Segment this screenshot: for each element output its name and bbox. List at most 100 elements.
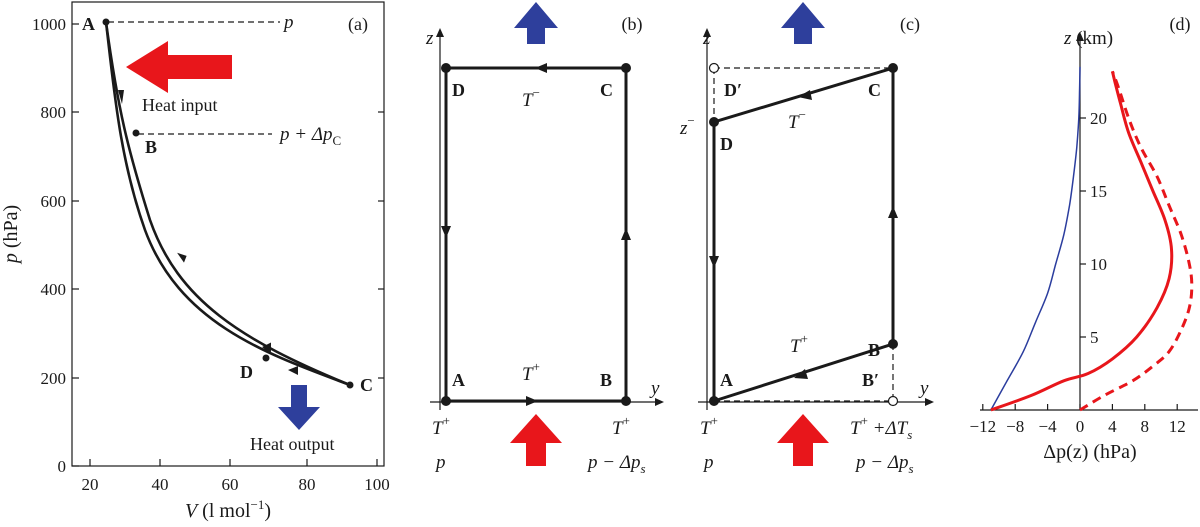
panel-b-heat-in-arrow (510, 414, 562, 466)
panel-a-ytick-400: 400 (41, 280, 67, 299)
panel-a-arrow-1 (118, 90, 124, 104)
panel-b-bottom-left-t: T+ (432, 413, 450, 439)
panel-d-xtick-12: 12 (1169, 417, 1186, 436)
panel-a-ytick-600: 600 (41, 192, 67, 211)
panel-c-z-label: z (702, 28, 711, 49)
panel-b-point-b (621, 396, 631, 406)
panel-c-bottom-left-t: T+ (700, 413, 718, 439)
panel-c-point-a (709, 396, 719, 406)
panel-a-heat-output-label: Heat output (250, 434, 334, 454)
panel-c-label-b: B (868, 340, 880, 360)
panel-d-ztick-10: 10 (1090, 255, 1107, 274)
panel-b-y-label: y (649, 378, 660, 399)
panel-b-cycle (444, 66, 628, 403)
panel-a-heat-input-label: Heat input (142, 95, 217, 115)
panel-c-bottom-left-p: p (702, 452, 714, 473)
panel-a-y-ticks (72, 23, 384, 467)
panel-d-xtick-4: 4 (1108, 417, 1117, 436)
panel-d-series-red-dashed (1079, 70, 1194, 412)
panel-c-label-d: D (720, 134, 733, 154)
panel-a-arrow-4 (288, 366, 298, 375)
panel-b-label-b: B (600, 370, 612, 390)
panel-b-arrow-right (621, 228, 631, 240)
panel-b-label-d: D (452, 80, 465, 100)
panel-a-xtick-100: 100 (364, 475, 390, 494)
panel-d-ztick-20: 20 (1090, 109, 1107, 128)
panel-b-bottom-left-p: p (434, 452, 446, 473)
panel-a-ytick-800: 800 (41, 103, 67, 122)
panel-a-ytick-200: 200 (41, 369, 67, 388)
panel-d-xtick-0: 0 (1076, 417, 1085, 436)
panel-a-xtick-60: 60 (222, 475, 239, 494)
panel-a-curve-lower (104, 21, 351, 387)
panel-d-x-title: Δp(z) (hPa) (1043, 441, 1136, 463)
panel-c-point-c (888, 63, 898, 73)
panel-c-point-b (888, 339, 898, 349)
panel-a-point-a (102, 18, 110, 26)
panel-c-y-label: y (918, 378, 929, 399)
panel-c-point-b-prime (887, 395, 899, 407)
panel-c-bottom-right-t: T+ +ΔTs (850, 413, 912, 442)
panel-c: z y (c) A B B′ C D D′ z− T− T+ T+ p T+ +… (679, 2, 934, 476)
panel-d-series-blue (990, 66, 1081, 411)
panel-a-y-title: p (hPa) (0, 205, 22, 265)
panel-a-x-ticks (89, 459, 378, 466)
panel-b-letter: (b) (622, 14, 643, 35)
panel-c-heat-out-arrow (781, 2, 825, 44)
panel-a-label-d: D (240, 362, 253, 382)
panel-d-xtick-m12: −12 (970, 417, 997, 436)
panel-c-label-c: C (868, 80, 881, 100)
panel-a: 0 200 400 600 800 1000 20 40 60 80 100 p… (0, 1, 390, 522)
panel-a-label-a: A (82, 14, 95, 34)
panel-b: z y (b) A B C D T− T+ T+ p T+ p − Δps (425, 2, 664, 476)
panel-a-label-b: B (145, 137, 157, 157)
panel-a-label-c: C (360, 375, 373, 395)
panel-c-label-b-prime: B′ (862, 370, 879, 390)
panel-d-letter: (d) (1170, 14, 1191, 35)
panel-b-arrow-left (441, 226, 451, 238)
panel-a-x-title: V (l mol−1) (185, 497, 271, 522)
panel-d-xtick-m4: −4 (1039, 417, 1058, 436)
panel-a-arrow-2 (262, 342, 272, 355)
panel-b-z-label: z (425, 28, 434, 49)
panel-c-letter: (c) (900, 14, 920, 35)
panel-c-bottom-right-p: p − Δps (854, 452, 914, 476)
panel-c-t-plus: T+ (790, 331, 808, 357)
panel-b-bottom-right-t: T+ (612, 413, 630, 439)
panel-b-label-a: A (452, 370, 465, 390)
panel-a-xtick-40: 40 (152, 475, 169, 494)
panel-a-heat-input-arrow (126, 41, 232, 93)
panel-c-arrow-left (709, 256, 719, 268)
panel-a-xtick-20: 20 (82, 475, 99, 494)
panel-b-heat-out-arrow (514, 2, 558, 44)
panel-c-heat-in-arrow (777, 414, 829, 466)
panel-b-arrow-bottom (526, 396, 538, 406)
panel-c-arrow-top (798, 90, 812, 100)
panel-c-label-a: A (720, 370, 733, 390)
panel-b-bottom-right-p: p − Δps (586, 452, 646, 476)
panel-d-z-title: z (km) (1063, 28, 1113, 49)
panel-b-point-c (621, 63, 631, 73)
panel-d-xtick-8: 8 (1141, 417, 1150, 436)
panel-b-t-minus: T− (522, 85, 540, 111)
panel-a-label-p-plus: p + ΔpC (278, 124, 341, 148)
panel-a-point-c (346, 381, 354, 389)
panel-a-point-b (132, 129, 140, 137)
panel-a-point-d (262, 354, 270, 362)
panel-a-letter: (a) (348, 14, 368, 35)
panel-b-point-d (441, 63, 451, 73)
panel-c-point-d (709, 117, 719, 127)
panel-d-xtick-m8: −8 (1006, 417, 1024, 436)
panel-c-arrow-bottom (794, 369, 808, 379)
panel-a-ytick-1000: 1000 (32, 15, 66, 34)
panel-a-ytick-0: 0 (58, 457, 67, 476)
panel-d-ztick-5: 5 (1090, 328, 1099, 347)
panel-d: z (km) (d) 5 10 15 20 −12 −8 −4 0 4 8 12… (970, 14, 1198, 463)
panel-a-arrow-3 (177, 252, 187, 263)
panel-d-ztick-15: 15 (1090, 182, 1107, 201)
panel-d-series-red-solid (990, 70, 1174, 412)
panel-b-t-plus: T+ (522, 359, 540, 385)
panel-c-arrow-right (888, 206, 898, 218)
panel-a-label-p: p (282, 12, 294, 33)
